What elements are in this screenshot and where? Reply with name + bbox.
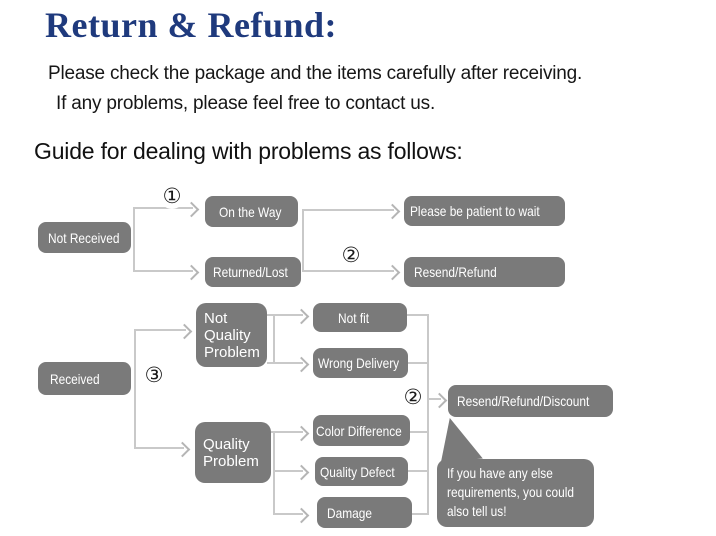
node-not-fit: Not fit — [313, 303, 407, 332]
node-resend-refund: Resend/Refund — [404, 257, 565, 287]
node-label: Wrong Delivery — [318, 355, 400, 371]
node-please-be-patient: Please be patient to wait — [404, 196, 565, 226]
step-marker-1: ① — [160, 185, 184, 209]
connector-line — [134, 447, 184, 449]
step-marker-2-top: ② — [339, 244, 363, 268]
node-received: Received — [38, 362, 131, 395]
connector-line — [407, 314, 427, 316]
node-label: Please be patient to wait — [410, 203, 540, 219]
step-marker-3: ③ — [142, 364, 166, 388]
connector-line — [408, 470, 427, 472]
intro-line-1: Please check the package and the items c… — [48, 63, 583, 84]
speech-bubble-tail — [441, 418, 483, 462]
arrowhead-icon — [183, 201, 200, 218]
node-label: Resend/Refund/Discount — [457, 393, 590, 409]
connector-line — [133, 207, 193, 209]
node-label: Received — [50, 370, 100, 387]
bubble-line-2: requirements, you could — [447, 484, 575, 500]
node-label: Quality Problem — [203, 435, 259, 470]
node-label: Color Difference — [316, 422, 402, 439]
connector-line — [267, 362, 303, 364]
node-color-difference: Color Difference — [313, 415, 410, 446]
connector-line — [133, 207, 135, 272]
connector-line — [302, 270, 394, 272]
connector-line — [133, 270, 193, 272]
connector-line — [273, 314, 275, 364]
bubble-line-1: If you have any else — [447, 465, 553, 481]
node-on-the-way: On the Way — [205, 196, 298, 227]
node-quality-defect: Quality Defect — [315, 457, 408, 486]
node-label: On the Way — [219, 203, 282, 220]
arrowhead-icon — [293, 425, 310, 442]
connector-line — [273, 470, 303, 472]
node-label: Not Received — [48, 229, 120, 246]
connector-line — [134, 329, 186, 331]
node-not-received: Not Received — [38, 222, 131, 253]
connector-line — [302, 209, 304, 272]
bubble-line-3: also tell us! — [447, 503, 507, 519]
speech-bubble: If you have any else requirements, you c… — [437, 459, 594, 527]
arrowhead-icon — [293, 507, 310, 524]
connector-line — [429, 398, 441, 400]
arrowhead-icon — [384, 203, 401, 220]
node-damage: Damage — [317, 497, 412, 528]
arrowhead-icon — [183, 264, 200, 281]
node-not-quality-problem: Not Quality Problem — [196, 303, 267, 367]
connector-line — [408, 362, 427, 364]
connector-line — [427, 314, 429, 515]
arrowhead-icon — [176, 323, 193, 340]
connector-line — [271, 431, 303, 433]
node-label: Not Quality Problem — [204, 309, 260, 361]
node-quality-problem: Quality Problem — [195, 422, 271, 483]
node-wrong-delivery: Wrong Delivery — [313, 348, 408, 378]
connector-line — [273, 431, 275, 515]
arrowhead-icon — [431, 392, 448, 409]
arrowhead-icon — [174, 441, 191, 458]
step-marker-2-bottom: ② — [401, 386, 425, 410]
arrowhead-icon — [293, 464, 310, 481]
connector-line — [302, 209, 394, 211]
connector-line — [273, 513, 303, 515]
node-resend-refund-discount: Resend/Refund/Discount — [448, 385, 613, 417]
connector-line — [410, 431, 427, 433]
arrowhead-icon — [384, 264, 401, 281]
node-label: Damage — [327, 504, 372, 521]
node-label: Resend/Refund — [414, 264, 497, 280]
arrowhead-icon — [293, 308, 310, 325]
arrowhead-icon — [293, 356, 310, 373]
connector-line — [134, 329, 136, 449]
node-label: Not fit — [338, 309, 370, 326]
node-label: Returned/Lost — [213, 264, 288, 280]
guide-heading: Guide for dealing with problems as follo… — [34, 138, 463, 164]
connector-line — [267, 314, 303, 316]
intro-line-2: If any problems, please feel free to con… — [56, 93, 436, 114]
node-label: Quality Defect — [320, 463, 395, 480]
node-returned-lost: Returned/Lost — [205, 257, 301, 287]
page-title: Return & Refund: — [45, 5, 337, 45]
connector-line — [412, 513, 427, 515]
